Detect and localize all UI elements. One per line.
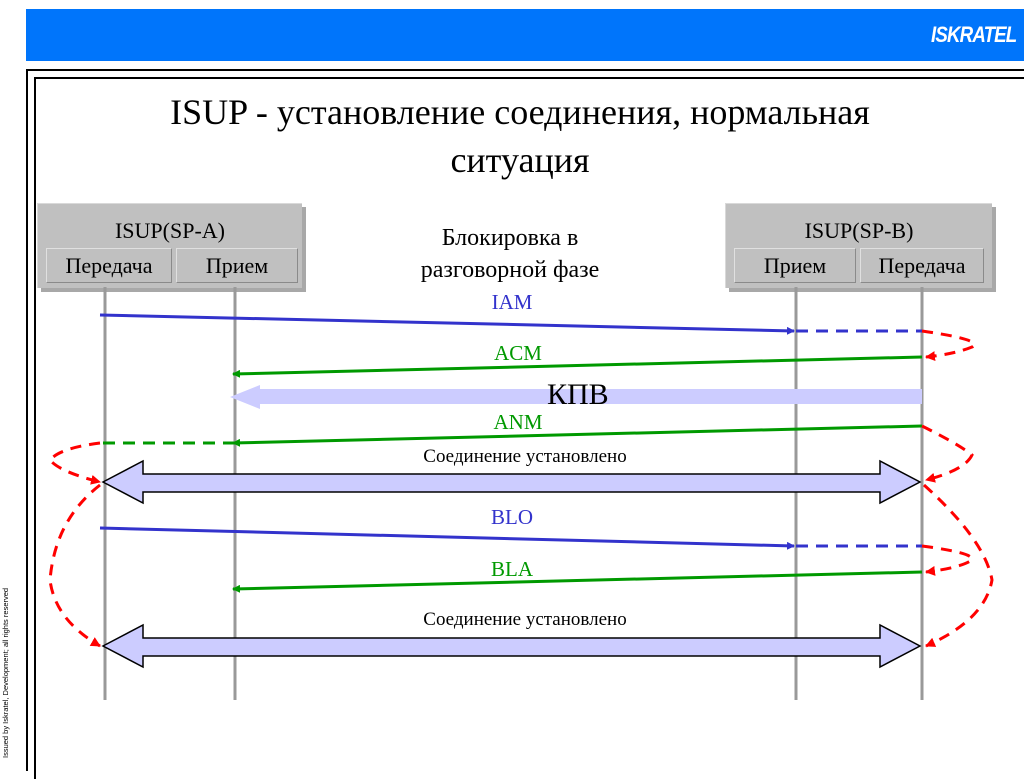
slide-frame-inner — [34, 77, 1024, 779]
a-internal-loop-2 — [48, 483, 101, 648]
header-banner: ISKRATEL — [26, 9, 1024, 61]
iam-label: IAM — [491, 290, 533, 314]
node-sp-b-receive: Прием — [734, 248, 856, 283]
slide-frame-outer — [26, 69, 1024, 771]
node-sp-b-transmit: Передача — [860, 248, 984, 283]
slide-title: ISUP - установление соединения, нормальн… — [60, 88, 980, 184]
node-sp-a: ISUP(SP-A) Передача Прием — [37, 203, 302, 288]
connection-established-label-2: Соединение установлено — [423, 609, 627, 630]
kpv-arrow — [230, 385, 922, 409]
connection-established-arrow-1 — [101, 459, 922, 505]
connection-established-label-1: Соединение установлено — [423, 446, 627, 467]
b-internal-loop-3 — [922, 483, 994, 648]
blo-arrow — [99, 526, 795, 550]
kpv-label: КПВ — [547, 378, 609, 411]
slide-title-line2: ситуация — [450, 140, 590, 180]
connection-established-arrow-2 — [101, 623, 922, 669]
anm-arrow — [232, 424, 923, 447]
node-sp-a-transmit: Передача — [46, 248, 172, 283]
acm-label: ACM — [494, 341, 542, 365]
b-internal-loop-4 — [921, 544, 974, 576]
blo-label: BLO — [491, 505, 533, 529]
b-internal-loop-1 — [921, 329, 976, 362]
node-sp-b: ISUP(SP-B) Прием Передача — [725, 203, 992, 288]
a-internal-loop-1 — [48, 441, 101, 485]
iskratel-logo: ISKRATEL — [930, 22, 1017, 47]
node-sp-a-title: ISUP(SP-A) — [114, 218, 226, 243]
b-internal-loop-2 — [921, 424, 974, 483]
acm-arrow — [232, 355, 923, 378]
slide-title-line1: ISUP - установление соединения, нормальн… — [170, 92, 870, 132]
bla-arrow — [232, 570, 923, 593]
iam-arrow — [99, 313, 795, 335]
blocking-phase-label: Блокировка в разговорной фазе — [380, 222, 640, 286]
node-sp-b-title: ISUP(SP-B) — [804, 218, 914, 243]
anm-label: ANM — [493, 410, 543, 434]
blocking-phase-line2: разговорной фазе — [420, 257, 600, 283]
bla-label: BLA — [491, 557, 533, 581]
node-sp-a-receive: Прием — [176, 248, 298, 283]
blocking-phase-line1: Блокировка в — [441, 225, 579, 251]
